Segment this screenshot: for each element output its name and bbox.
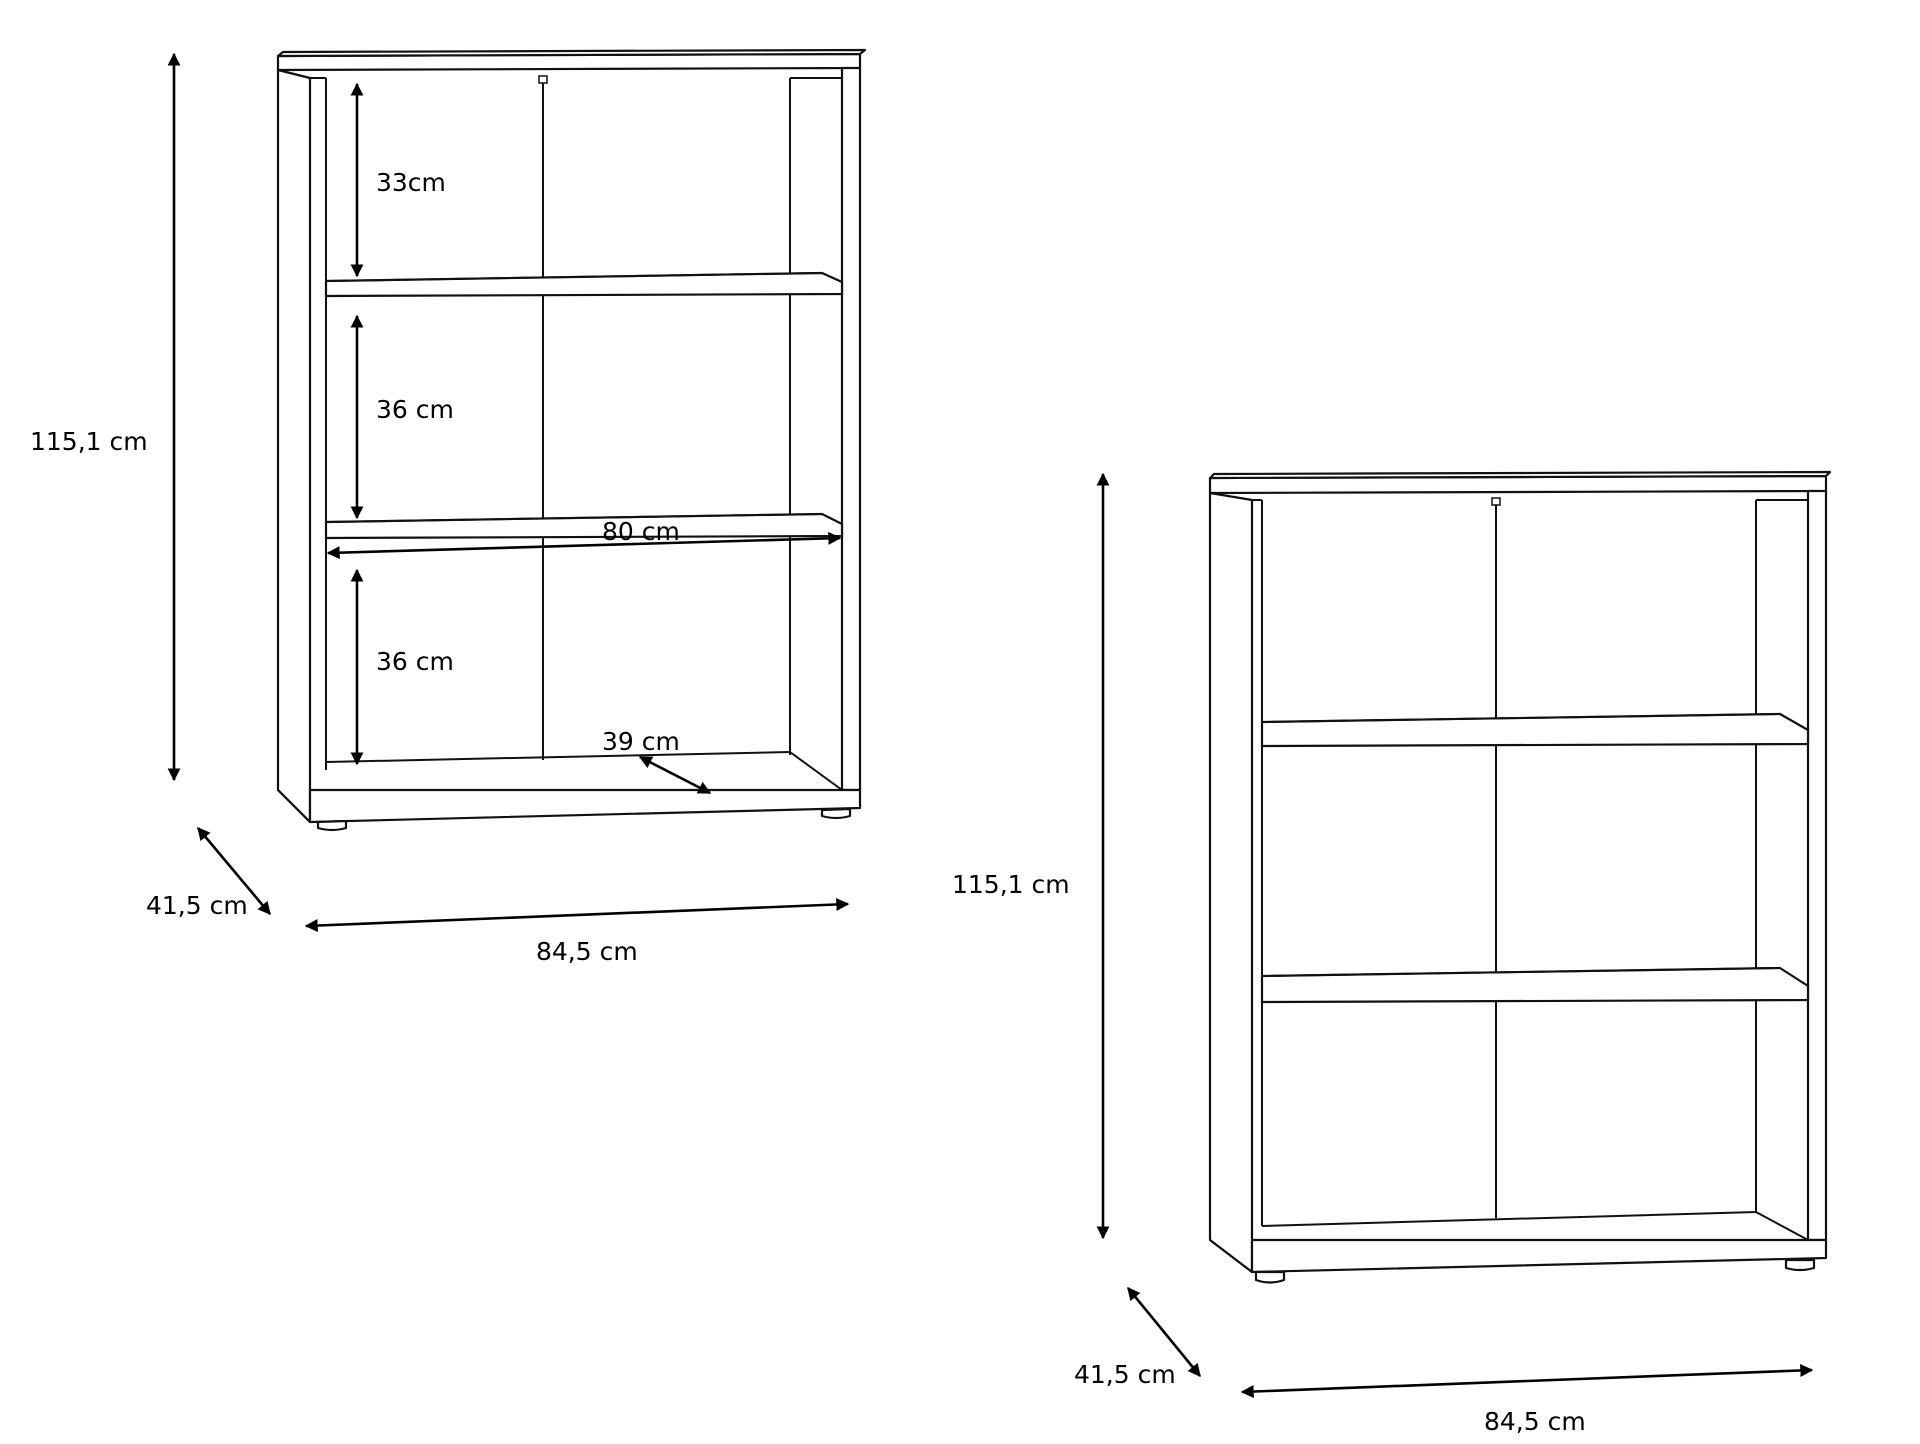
left-compartment-top-label: 33cm — [376, 168, 446, 197]
left-compartment-middle-label: 36 cm — [376, 395, 454, 424]
left-compartment-bottom-label: 36 cm — [376, 647, 454, 676]
left-inner-width-label: 80 cm — [602, 517, 680, 546]
left-dimension-lines — [167, 52, 850, 933]
right-dimension-lines — [1096, 472, 1814, 1399]
left-height-label: 115,1 cm — [30, 427, 148, 456]
left-inner-depth-label: 39 cm — [602, 727, 680, 756]
right-width-label: 84,5 cm — [1484, 1407, 1586, 1436]
left-depth-label: 41,5 cm — [146, 891, 248, 920]
right-depth-label: 41,5 cm — [1074, 1360, 1176, 1389]
left-bookcase — [276, 48, 867, 832]
left-width-label: 84,5 cm — [536, 937, 638, 966]
right-height-label: 115,1 cm — [952, 870, 1070, 899]
right-bookcase — [1208, 470, 1832, 1284]
